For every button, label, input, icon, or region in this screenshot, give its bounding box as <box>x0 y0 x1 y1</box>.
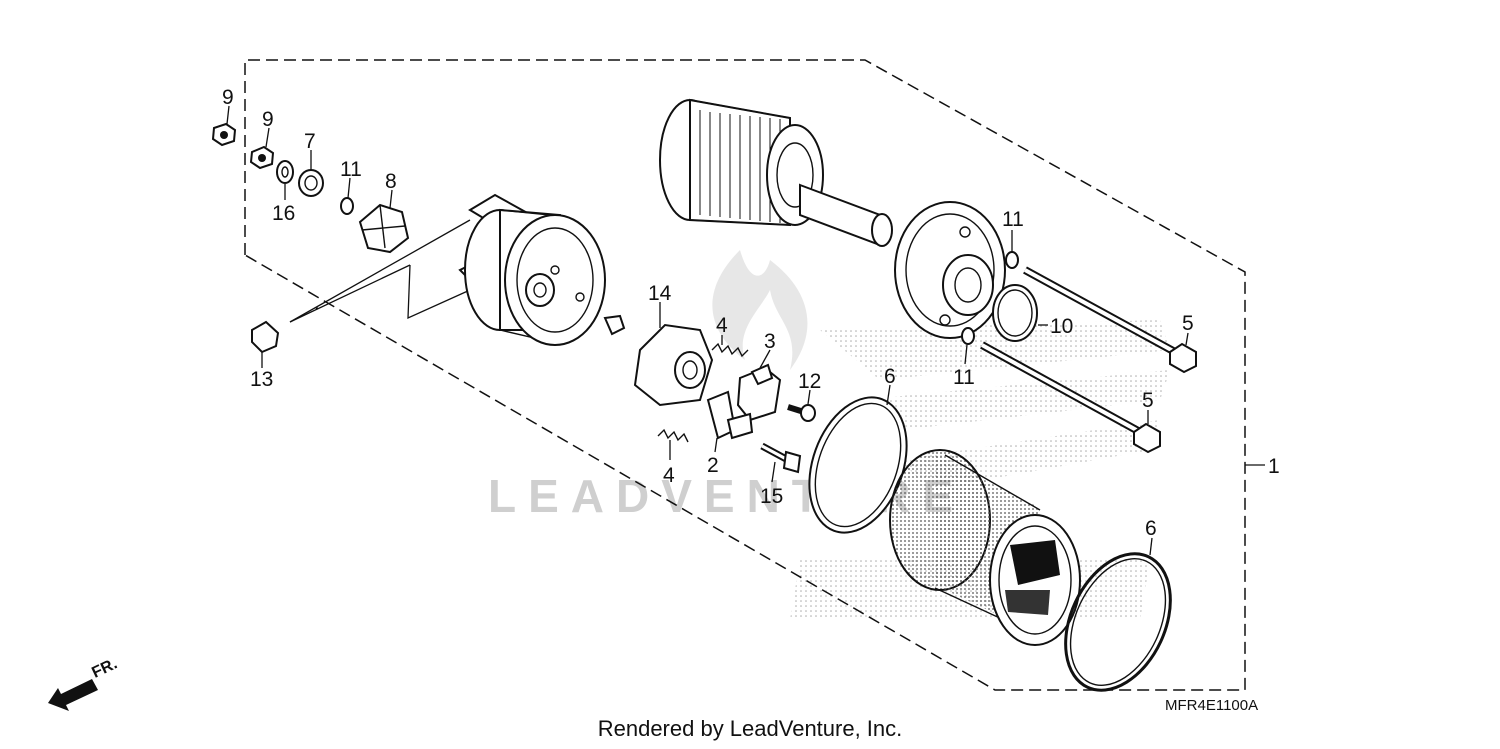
callout-11-left: 11 <box>340 158 362 181</box>
footer-credit: Rendered by LeadVenture, Inc. <box>597 716 903 741</box>
terminal-clip <box>603 314 626 336</box>
o-ring-part-6-left <box>808 396 908 534</box>
callout-3: 3 <box>764 330 776 353</box>
brush-part-2 <box>706 390 754 440</box>
o-ring-part-11-upper <box>1005 251 1019 269</box>
armature <box>659 98 893 247</box>
callout-14: 14 <box>648 282 672 305</box>
bushing-part-7 <box>298 169 324 197</box>
through-bolt-part-5-lower <box>980 341 1161 454</box>
callout-11-lower: 11 <box>953 366 975 389</box>
callout-16: 16 <box>272 202 295 225</box>
washer-part-16 <box>276 160 294 184</box>
callout-5-lower: 5 <box>1142 389 1154 412</box>
front-cover <box>458 193 606 346</box>
callout-12: 12 <box>798 370 821 393</box>
o-ring-part-11-left <box>340 197 354 215</box>
callout-8: 8 <box>385 170 397 193</box>
insulator-part-8 <box>358 203 410 254</box>
diagram-reference-code: MFR4E1100A <box>1165 697 1259 714</box>
nut-part-9 <box>249 145 275 170</box>
callout-1: 1 <box>1268 455 1280 478</box>
rear-cover <box>894 201 1006 339</box>
screw-part-12 <box>787 404 816 422</box>
nut-part-9-outer <box>211 122 237 147</box>
assembly-outline <box>244 59 1265 691</box>
o-ring-part-10 <box>992 284 1038 342</box>
spring-part-4-lower <box>657 428 689 443</box>
brush-part-3 <box>736 363 782 422</box>
leader-lines <box>226 105 1189 556</box>
o-ring-part-11-lower <box>961 327 975 345</box>
callout-6-right: 6 <box>1145 517 1157 540</box>
o-ring-part-6-right <box>1064 552 1172 692</box>
watermark-flame-logo <box>712 250 808 370</box>
callout-6-left: 6 <box>884 365 896 388</box>
callout-9: 9 <box>262 108 274 131</box>
callouts: 9 9 7 11 8 16 13 14 4 3 12 2 4 15 6 11 1… <box>222 86 1280 540</box>
callout-7: 7 <box>304 130 316 153</box>
spring-part-4-upper <box>711 342 749 358</box>
callout-10: 10 <box>1050 315 1073 338</box>
screw-part-15 <box>760 442 802 474</box>
motor-case <box>889 449 1081 646</box>
through-bolt-part-5-upper <box>1023 266 1197 374</box>
callout-5-upper: 5 <box>1182 312 1194 335</box>
bolt-part-13 <box>251 306 319 354</box>
callout-15: 15 <box>760 485 783 508</box>
front-direction-arrow-icon <box>48 679 98 711</box>
callout-4-upper: 4 <box>716 314 728 337</box>
callout-4-lower: 4 <box>663 464 675 487</box>
callout-11-upper: 11 <box>1002 208 1024 231</box>
callout-9-outer: 9 <box>222 86 234 109</box>
callout-2: 2 <box>707 454 719 477</box>
brush-holder-part-14 <box>633 323 714 407</box>
callout-13: 13 <box>250 368 273 391</box>
